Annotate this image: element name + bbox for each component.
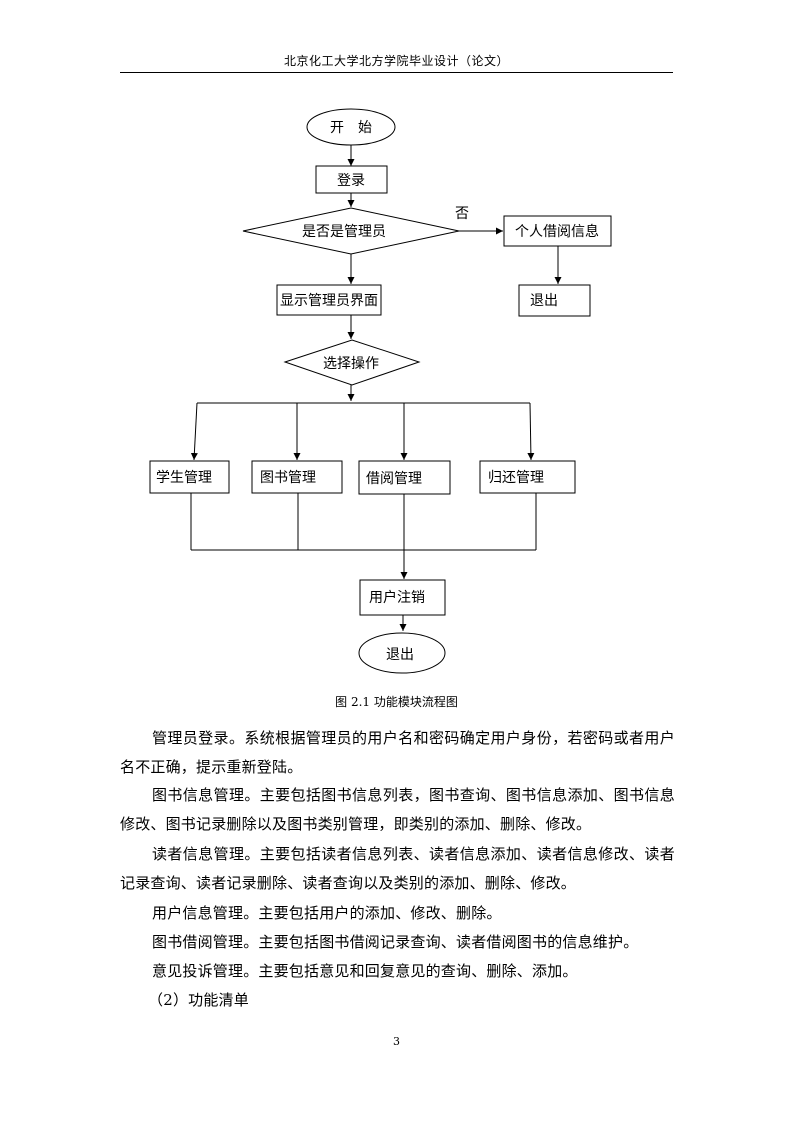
is-admin-label: 是否是管理员 — [302, 224, 386, 240]
section-heading-function-list: （2）功能清单 — [148, 991, 249, 1009]
student-mgmt-label: 学生管理 — [156, 470, 212, 486]
paragraph-reader-info: 读者信息管理。主要包括读者信息列表、读者信息添加、读者信息修改、读者记录查询、读… — [120, 845, 675, 892]
book-mgmt-box — [251, 460, 343, 494]
logout-box — [359, 579, 446, 616]
page-header: 北京化工大学北方学院毕业设计（论文） — [283, 54, 509, 68]
personal-info-label: 个人借阅信息 — [515, 223, 599, 240]
start-label: 开 始 — [330, 120, 372, 136]
figure-caption: 图 2.1 功能模块流程图 — [335, 695, 458, 709]
return-mgmt-box — [479, 460, 576, 494]
login-box — [315, 165, 388, 194]
exit-personal-label: 退出 — [530, 293, 558, 309]
book-mgmt-label: 图书管理 — [260, 470, 316, 486]
return-mgmt-label: 归还管理 — [488, 469, 544, 486]
exit-personal-box — [518, 284, 591, 317]
choose-op-label: 选择操作 — [323, 356, 379, 372]
start-terminal — [306, 108, 396, 146]
no-label: 否 — [455, 206, 469, 222]
paragraph-admin-login: 管理员登录。系统根据管理员的用户名和密码确定用户身份，若密码或者用户名不正确，提… — [120, 729, 675, 776]
paragraph-complaint: 意见投诉管理。主要包括意见和回复意见的查询、删除、添加。 — [152, 962, 578, 980]
paragraph-borrow: 图书借阅管理。主要包括图书借阅记录查询、读者借阅图书的信息维护。 — [152, 933, 639, 951]
logout-label: 用户注销 — [369, 589, 425, 606]
login-label: 登录 — [337, 173, 365, 189]
header-rule — [120, 72, 673, 73]
is-admin-decision — [242, 207, 460, 255]
choose-op-decision — [283, 339, 421, 386]
student-mgmt-box — [149, 460, 230, 494]
admin-ui-box — [276, 284, 382, 316]
borrow-mgmt-box — [358, 460, 451, 495]
exit-terminal — [358, 632, 446, 674]
personal-info-box — [503, 215, 612, 247]
paragraph-book-info: 图书信息管理。主要包括图书信息列表，图书查询、图书信息添加、图书信息修改、图书记… — [120, 786, 675, 833]
page-number: 3 — [393, 1035, 400, 1048]
flowchart: 开 始 登录 是否是管理员 否 个人借阅信息 退出 显示管理员界面 选择操作 学… — [149, 108, 612, 674]
paragraph-user-info: 用户信息管理。主要包括用户的添加、修改、删除。 — [152, 904, 502, 922]
admin-ui-label: 显示管理员界面 — [280, 293, 378, 309]
borrow-mgmt-label: 借阅管理 — [366, 471, 422, 487]
exit-label: 退出 — [386, 647, 414, 663]
